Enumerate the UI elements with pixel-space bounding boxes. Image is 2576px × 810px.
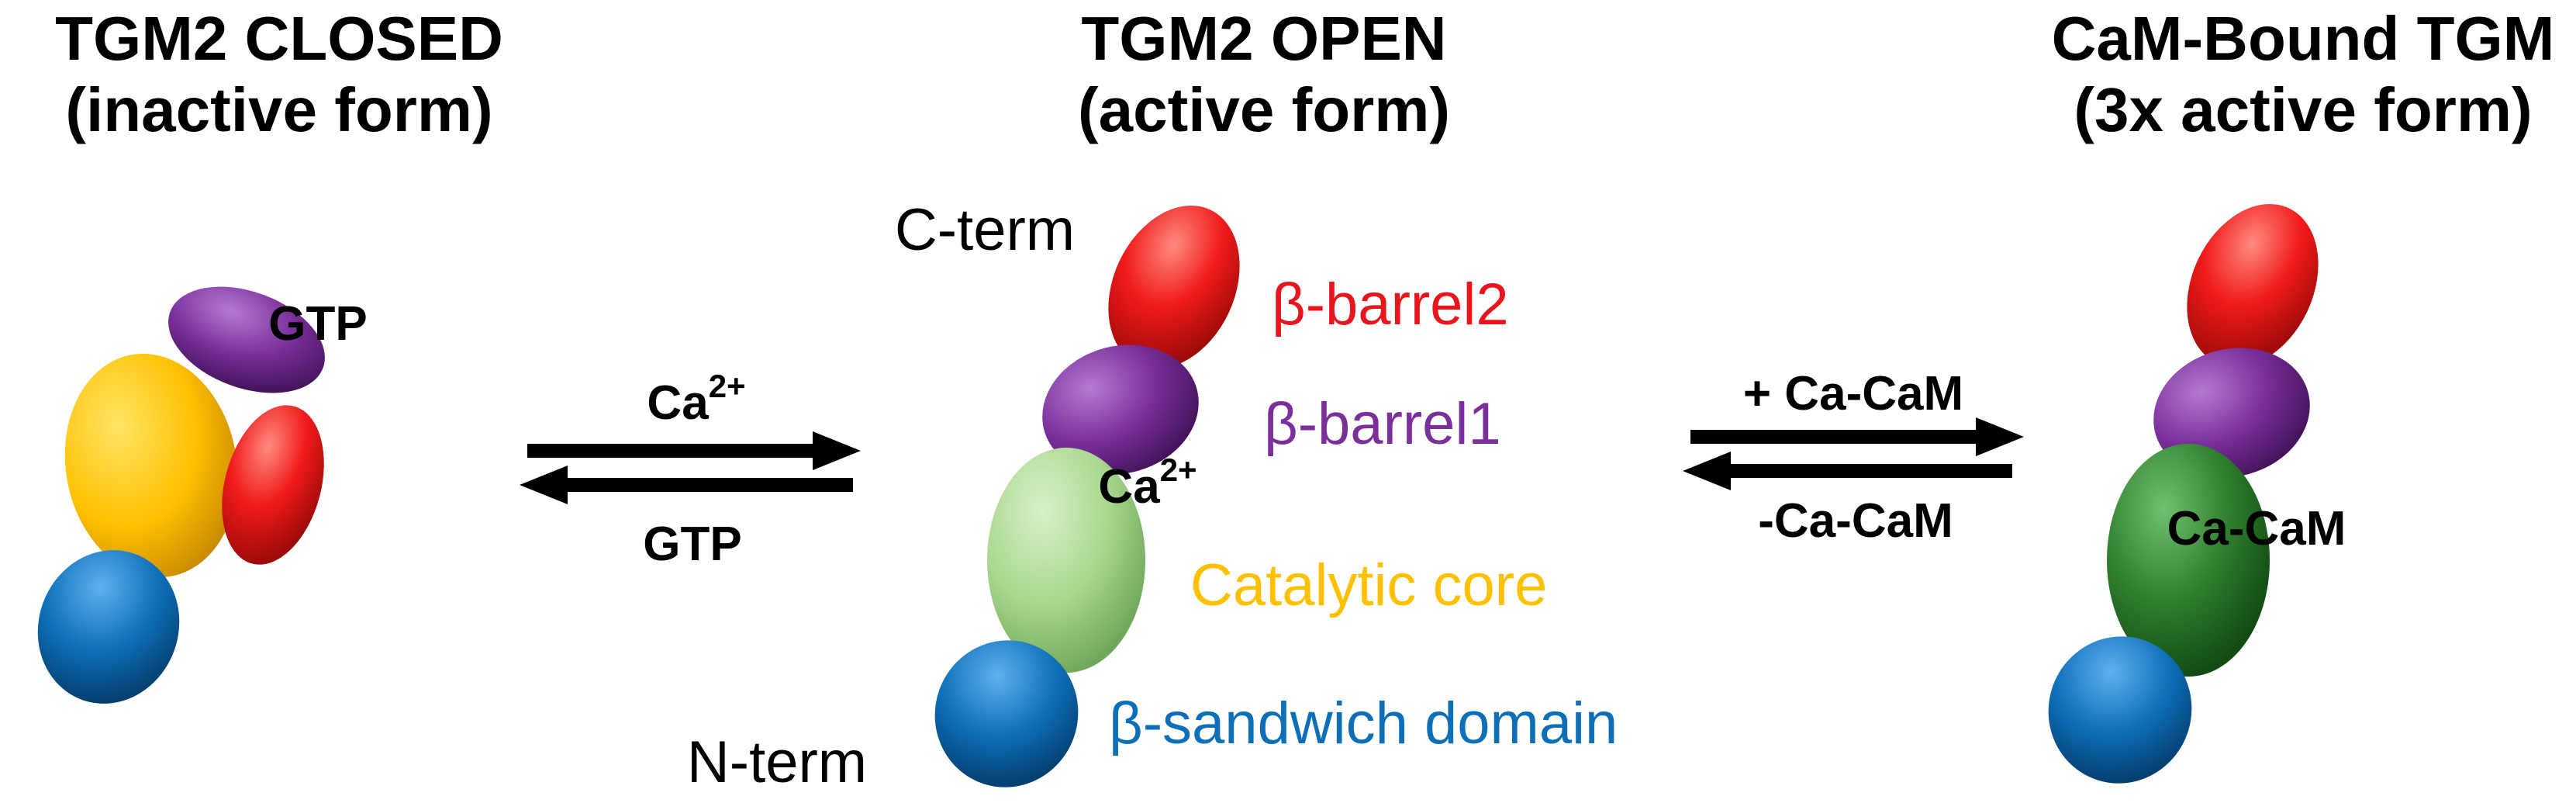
closed-sandwich [37, 550, 180, 704]
barrel2-label: β-barrel2 [1272, 272, 1509, 338]
closed-title: TGM2 CLOSED (inactive form) [0, 3, 558, 146]
open-barrel2 [1108, 205, 1240, 369]
n-term-label: N-term [687, 729, 867, 795]
cam-title-line2: (3x active form) [2074, 75, 2533, 144]
closed-barrel1 [168, 286, 325, 393]
open-title: TGM2 OPEN (active form) [969, 3, 1559, 146]
cam-structure: Ca-CaM [2048, 203, 2346, 784]
cam-title-line1: CaM-Bound TGM [2051, 4, 2555, 73]
closed-title-line2: (inactive form) [65, 75, 493, 144]
catalytic-core-label: Catalytic core [1190, 552, 1547, 618]
cam-barrel2 [2187, 203, 2319, 368]
left-forward-arrowhead [813, 431, 861, 470]
closed-structure: GTP [37, 286, 368, 704]
open-structure: C-term N-term Ca2+ β-barrel2 β-barrel1 C… [687, 197, 1618, 795]
open-sandwich [934, 640, 1079, 788]
cam-title: CaM-Bound TGM (3x active form) [2032, 3, 2574, 146]
open-barrel1 [1042, 344, 1199, 475]
closed-barrel2 [222, 405, 324, 565]
left-reverse-arrowhead [520, 466, 568, 504]
right-reverse-arrowhead [1683, 452, 1731, 490]
open-title-line1: TGM2 OPEN [1081, 4, 1447, 73]
ca-ion-label: Ca2+ [1098, 452, 1196, 514]
left-arrow-top-label: Ca2+ [647, 368, 745, 430]
right-forward-arrowhead [1976, 417, 2024, 456]
left-equilibrium-arrows: Ca2+ GTP [520, 368, 861, 571]
open-title-line2: (active form) [1077, 75, 1451, 144]
c-term-label: C-term [895, 197, 1075, 263]
barrel1-label: β-barrel1 [1264, 391, 1501, 457]
sandwich-label: β-sandwich domain [1109, 691, 1618, 756]
right-arrow-top-label: + Ca-CaM [1743, 367, 1963, 421]
closed-catalytic-core [64, 353, 238, 578]
closed-title-line1: TGM2 CLOSED [55, 4, 503, 73]
cam-domain [2107, 444, 2270, 677]
gtp-label: GTP [268, 297, 367, 351]
ca-cam-label: Ca-CaM [2167, 502, 2346, 556]
left-arrow-bottom-label: GTP [643, 518, 741, 571]
cam-sandwich [2048, 636, 2192, 784]
right-equilibrium-arrows: + Ca-CaM -Ca-CaM [1683, 367, 2024, 548]
open-catalytic-core [987, 448, 1145, 673]
right-arrow-bottom-label: -Ca-CaM [1758, 494, 1953, 548]
